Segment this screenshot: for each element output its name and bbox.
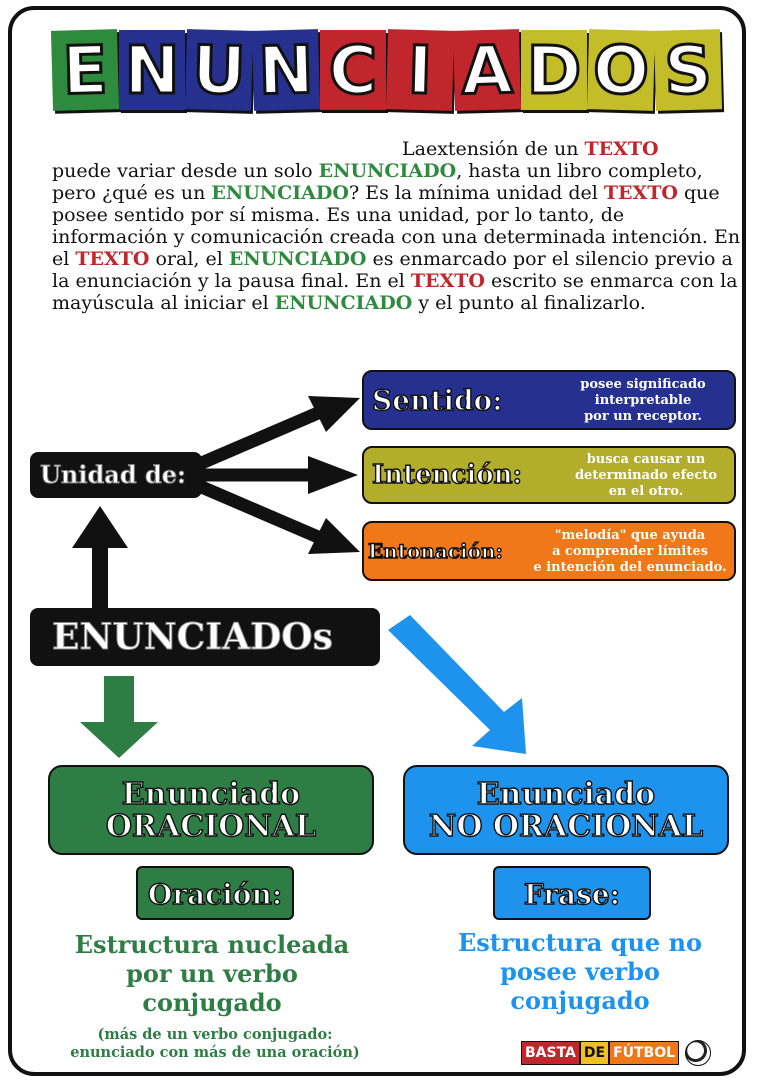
note-line: enunciado con más de una oración) (70, 1044, 360, 1061)
logo-part: DE (579, 1041, 610, 1065)
oracion-definition-line: Estructura nucleada (74, 930, 350, 959)
arrow-down-green (80, 676, 158, 758)
oracion-label: Oración: (147, 877, 283, 911)
oracional-line: ORACIONAL (105, 809, 317, 844)
entonacion-box: Entonación: "melodía" que ayuda a compre… (362, 521, 736, 581)
entonacion-desc-line: a comprender límites (552, 544, 708, 559)
arrow-to-entonacion (187, 476, 321, 543)
keyword-texto: TEXTO (75, 248, 150, 270)
poster-frame (8, 6, 746, 1076)
intro-text: extensión de un (425, 138, 585, 160)
keyword-texto: TEXTO (410, 270, 485, 292)
entonacion-label: Entonación: (367, 538, 503, 563)
keyword-enunciado: ENUNCIADO (211, 182, 349, 204)
enunciados-box: ENUNCIADOs (30, 608, 380, 666)
oracion-note: (más de un verbo conjugado: enunciado co… (30, 1026, 400, 1062)
arrow-head-sentido (308, 396, 360, 432)
title-letter-tile: D (521, 30, 587, 110)
keyword-enunciado: ENUNCIADO (274, 292, 413, 314)
intro-lead: Laextensión de un TEXTO (52, 138, 744, 160)
unidad-de-box: Unidad de: (30, 452, 202, 498)
sentido-box: Sentido: posee significado interpretable… (362, 370, 736, 430)
intro-text: oral, el (149, 248, 229, 270)
intencion-label: Intención: (371, 459, 523, 490)
logo-part: FÚTBOL (609, 1041, 680, 1065)
intro-text: La (402, 138, 426, 160)
oracional-line: Enunciado (121, 777, 301, 812)
frase-definition-line: Estructura que no (458, 928, 702, 957)
keyword-enunciado: ENUNCIADO (228, 248, 367, 270)
enunciado-oracional-box: Enunciado ORACIONAL (48, 765, 374, 855)
arrow-to-sentido (187, 407, 321, 474)
no-oracional-line: NO ORACIONAL (428, 809, 704, 844)
intencion-box: Intención: busca causar un determinado e… (362, 446, 736, 504)
entonacion-desc-line: "melodía" que ayuda (554, 528, 706, 543)
enunciado-no-oracional-label: Enunciado NO ORACIONAL (405, 777, 727, 844)
frase-label: Frase: (523, 877, 621, 911)
intro-text: , hasta un libro completo, pero ¿qué es … (52, 160, 703, 204)
enunciados-label: ENUNCIADOs (52, 616, 334, 659)
logo-part: BASTA (521, 1041, 580, 1065)
no-oracional-line: Enunciado (476, 777, 656, 812)
keyword-texto: TEXTO (603, 182, 678, 204)
oracion-definition-line: por un verbo (126, 959, 298, 988)
keyword-enunciado: ENUNCIADO (318, 160, 457, 182)
intro-text: que posee sentido por sí misma. Es una u… (52, 182, 741, 270)
intro-text: es enmarcado por el silencio previo a la… (52, 248, 733, 292)
sentido-description: posee significado interpretable por un r… (554, 377, 732, 425)
entonacion-description: "melodía" que ayuda a comprender límites… (524, 528, 736, 576)
title-letter-tile: N (119, 30, 185, 110)
basta-de-futbol-logo: BASTA DE FÚTBOL (521, 1040, 712, 1066)
oracion-definition-line: conjugado (142, 988, 282, 1017)
enunciado-no-oracional-box: Enunciado NO ORACIONAL (403, 765, 729, 855)
oracion-definition: Estructura nucleada por un verbo conjuga… (52, 930, 372, 1017)
intencion-desc-line: busca causar un (586, 452, 706, 467)
frase-definition: Estructura que no posee verbo conjugado (420, 928, 740, 1015)
intencion-description: busca causar un determinado efecto en el… (560, 452, 732, 500)
arrow-head-entonacion (308, 518, 360, 554)
note-line: (más de un verbo conjugado: (97, 1026, 333, 1043)
intro-text: puede variar desde un solo (52, 160, 319, 182)
title-letter-tile: C (320, 30, 386, 110)
soccer-ball-icon (685, 1040, 712, 1066)
intro-text: y el punto al finalizarlo. (412, 292, 646, 314)
intencion-desc-line: en el otro. (608, 484, 684, 499)
frase-definition-line: conjugado (510, 986, 650, 1015)
unidad-de-label: Unidad de: (40, 460, 187, 490)
intencion-desc-line: determinado efecto (574, 468, 718, 483)
oracion-box: Oración: (136, 866, 294, 920)
arrow-head-intencion (308, 456, 358, 494)
arrow-up-shaft (92, 548, 108, 608)
enunciado-oracional-label: Enunciado ORACIONAL (50, 777, 372, 844)
arrow-up-head (72, 506, 128, 548)
intro-text: ? Es la mínima unidad del (348, 182, 604, 204)
keyword-texto: TEXTO (584, 138, 659, 160)
frase-box: Frase: (493, 866, 651, 920)
sentido-desc-line: interpretable (594, 393, 692, 408)
intro-paragraph: Laextensión de un TEXTO puede variar des… (52, 138, 744, 314)
sentido-desc-line: por un receptor. (584, 409, 702, 424)
frase-definition-line: posee verbo (500, 957, 660, 986)
entonacion-desc-line: e intención del enunciado. (533, 560, 727, 575)
arrow-diagonal-blue (388, 615, 526, 754)
sentido-label: Sentido: (371, 383, 503, 417)
sentido-desc-line: posee significado (580, 377, 706, 392)
intro-text: escrito se enmarca con la mayúscula al i… (52, 270, 738, 314)
